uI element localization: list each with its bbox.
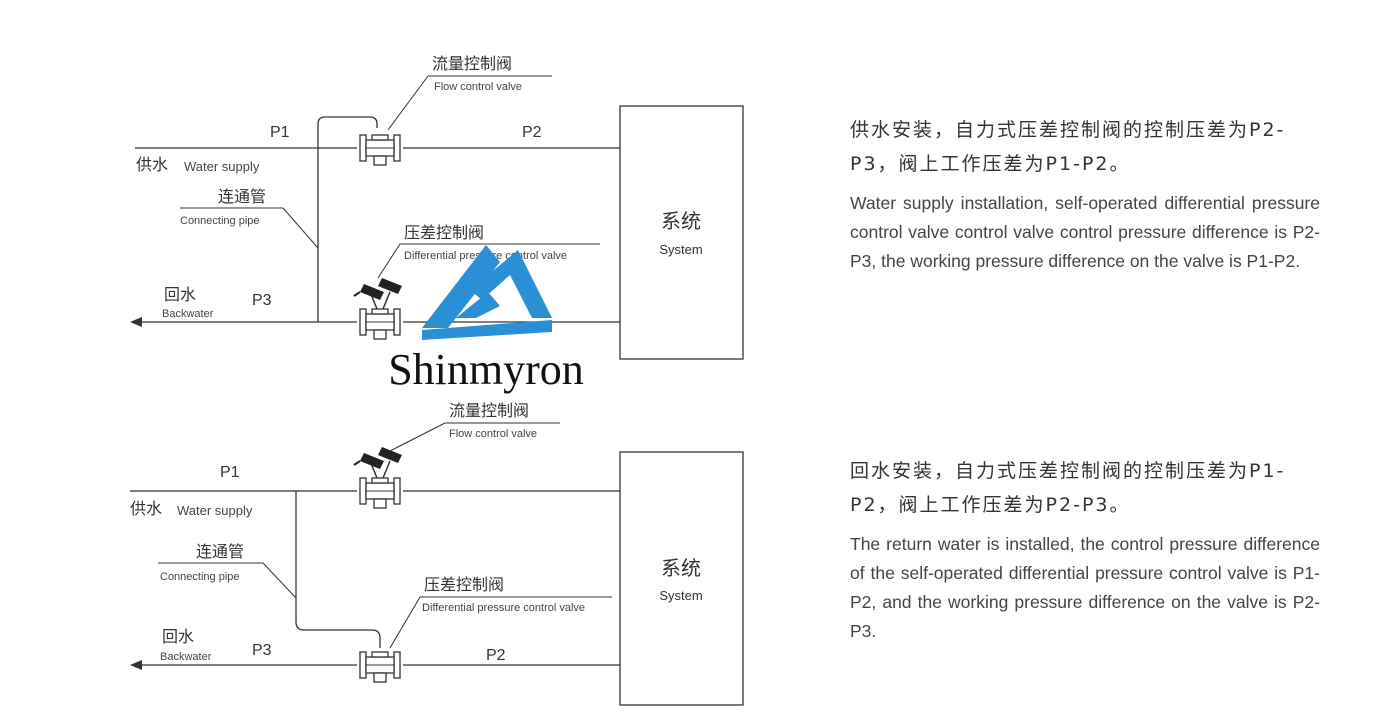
top-system-box — [619, 105, 744, 360]
bottom-supply-label-en: Water supply — [177, 503, 253, 518]
top-system-label-cn: 系统 — [661, 209, 701, 233]
bottom-diff-valve-label-en: Differential pressure control valve — [422, 602, 585, 614]
bottom-p2-label: P2 — [486, 647, 506, 664]
top-flow-valve-label-en: Flow control valve — [434, 81, 522, 93]
bottom-return-arrow — [130, 660, 142, 670]
bottom-diff-valve-leader — [389, 596, 421, 649]
top-return-arrow — [130, 317, 142, 327]
top-differential-pressure-valve — [353, 277, 403, 340]
top-flow-valve-leader — [387, 75, 429, 131]
top-description-cn: 供水安装，自力式压差控制阀的控制压差为P2-P3，阀上工作压差为P1-P2。 — [850, 119, 1286, 175]
top-flow-valve-label-cn: 流量控制阀 — [432, 54, 512, 73]
top-p3-label: P3 — [252, 292, 272, 309]
bottom-connecting-pipe-leader — [262, 562, 297, 599]
bottom-flow-valve-label-en: Flow control valve — [449, 428, 537, 440]
bottom-p3-label: P3 — [252, 642, 272, 659]
top-diff-valve-leader — [377, 243, 401, 279]
bottom-connecting-pipe-label-cn: 连通管 — [196, 542, 244, 561]
top-description: 供水安装，自力式压差控制阀的控制压差为P2-P3，阀上工作压差为P1-P2。 W… — [850, 113, 1320, 276]
bottom-connecting-pipe — [295, 491, 381, 648]
top-connecting-pipe-label-en: Connecting pipe — [180, 215, 260, 227]
bottom-system-label-cn: 系统 — [661, 556, 701, 580]
top-p2-label: P2 — [522, 124, 542, 141]
top-supply-label-cn: 供水 — [136, 155, 168, 174]
bottom-description: 回水安装，自力式压差控制阀的控制压差为P1-P2，阀上工作压差为P2-P3。 T… — [850, 454, 1320, 646]
bottom-backwater-label-cn: 回水 — [162, 627, 194, 646]
top-backwater-label-en: Backwater — [162, 308, 214, 320]
bottom-differential-pressure-valve — [359, 651, 401, 683]
bottom-supply-label-cn: 供水 — [130, 499, 162, 518]
bottom-backwater-label-en: Backwater — [160, 651, 212, 663]
bottom-system-label-en: System — [659, 588, 702, 603]
shinmyron-logo: Shinmyron — [388, 245, 584, 394]
top-bypass-pipe — [317, 116, 378, 148]
logo-center-peak — [456, 292, 500, 318]
top-diff-valve-label-cn: 压差控制阀 — [404, 223, 484, 242]
logo-left-peak — [422, 245, 500, 328]
bottom-description-en: The return water is installed, the contr… — [850, 534, 1320, 641]
bottom-flow-valve-leader — [387, 422, 446, 453]
bottom-flow-control-valve — [353, 446, 403, 509]
top-connecting-pipe-leader — [282, 207, 319, 249]
top-flow-control-valve — [359, 134, 401, 166]
bottom-connecting-pipe-label-en: Connecting pipe — [160, 571, 240, 583]
bottom-system-box — [619, 451, 744, 706]
top-description-en: Water supply installation, self-operated… — [850, 193, 1320, 271]
top-supply-label-en: Water supply — [184, 159, 260, 174]
bottom-diagram: 系统 System 流量控制阀 Flow control valve P1 P3… — [130, 401, 744, 706]
top-backwater-label-cn: 回水 — [164, 285, 196, 304]
logo-right-peak — [470, 250, 552, 318]
top-p1-label: P1 — [270, 124, 290, 141]
bottom-flow-valve-label-cn: 流量控制阀 — [449, 401, 529, 420]
top-system-label-en: System — [659, 242, 702, 257]
bottom-p1-label: P1 — [220, 464, 240, 481]
bottom-diff-valve-label-cn: 压差控制阀 — [424, 575, 504, 594]
logo-wordmark: Shinmyron — [388, 345, 584, 394]
top-connecting-pipe-label-cn: 连通管 — [218, 187, 266, 206]
logo-base — [422, 320, 552, 340]
bottom-description-cn: 回水安装，自力式压差控制阀的控制压差为P1-P2，阀上工作压差为P2-P3。 — [850, 460, 1286, 516]
